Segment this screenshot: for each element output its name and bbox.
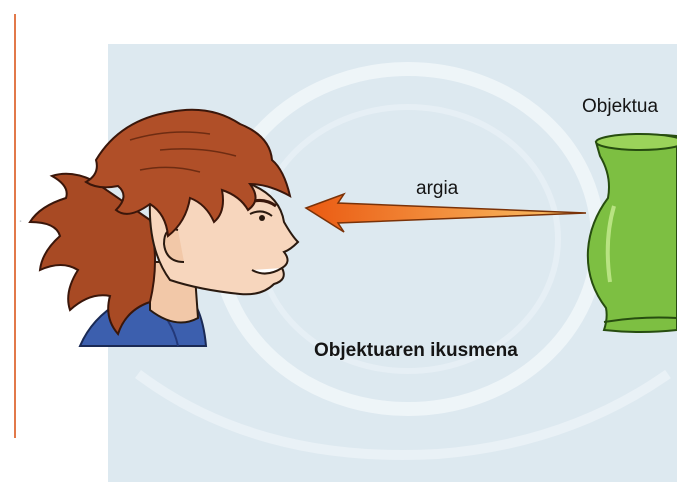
caption-label: Objektuaren ikusmena	[314, 340, 518, 362]
object-label: Objektua	[582, 96, 658, 118]
vase-illustration	[588, 134, 677, 332]
person-head-illustration	[30, 110, 298, 346]
light-label: argia	[416, 178, 458, 200]
